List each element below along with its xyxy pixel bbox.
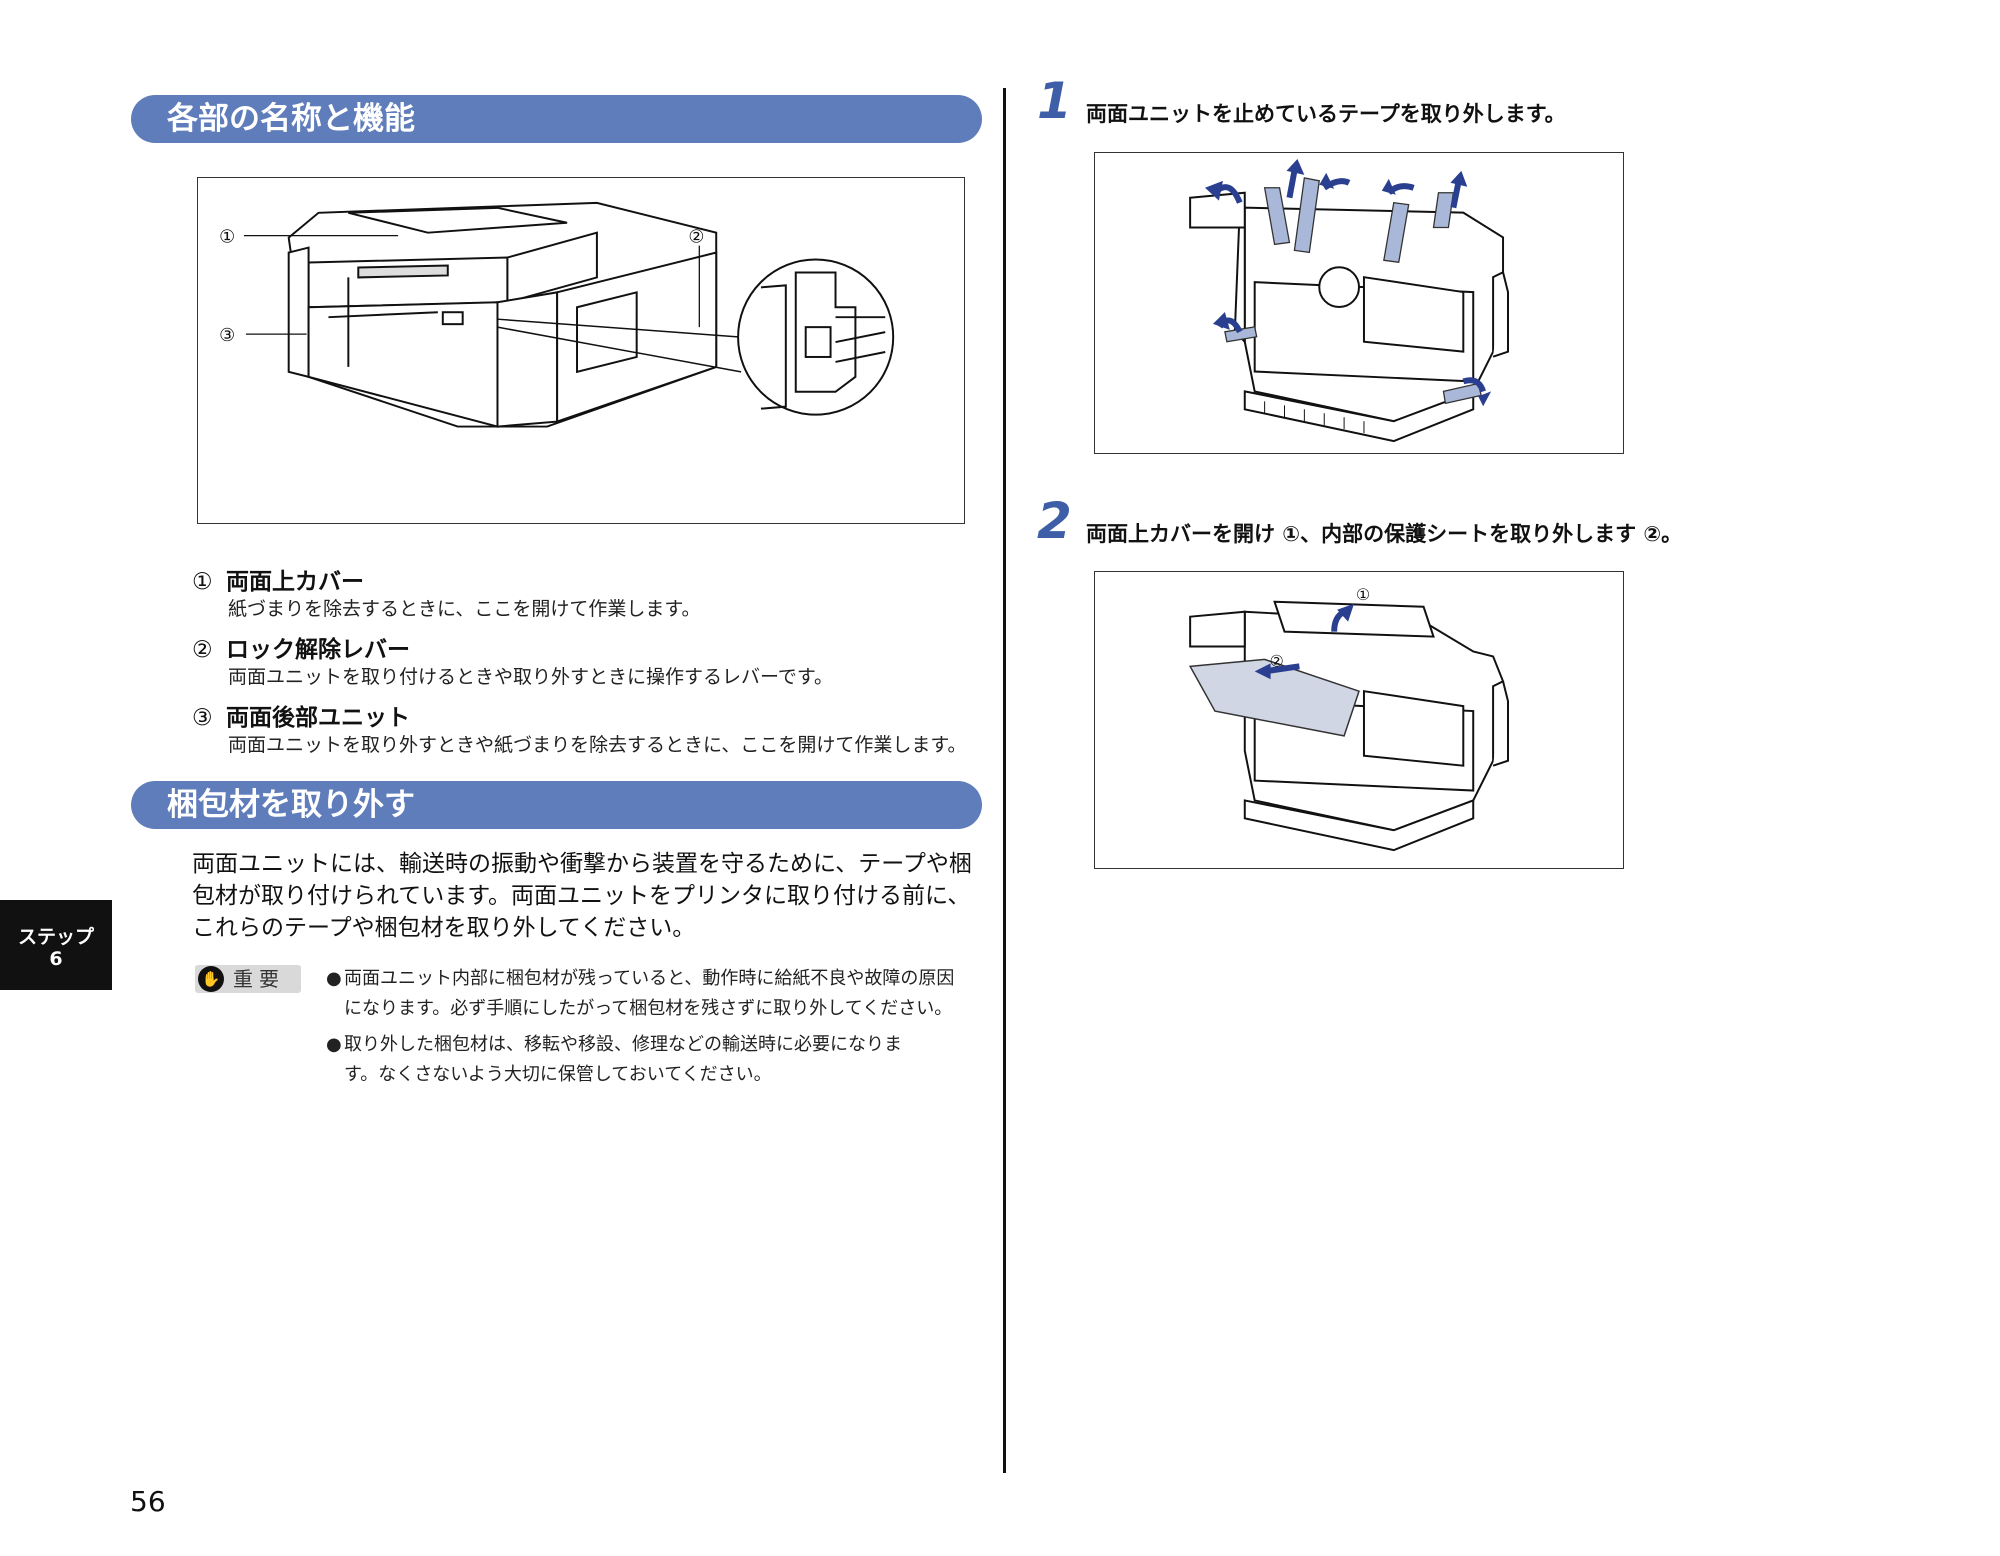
- note-line: 取り外した梱包材は、移転や移設、修理などの輸送時に必要になりま: [344, 1034, 902, 1055]
- printer-rear-figure: ① ② ③: [197, 177, 965, 524]
- step-text-2: 両面上カバーを開け ①、内部の保護シートを取り外します ②。: [1086, 522, 1683, 546]
- part-num: ③: [192, 705, 213, 731]
- part-num: ②: [192, 637, 213, 663]
- note-line: 両面ユニット内部に梱包材が残っていると、動作時に給紙不良や故障の原因: [344, 968, 955, 989]
- bullet-icon: ●: [326, 1034, 342, 1055]
- printer-rear-illustration: ① ② ③: [219, 201, 895, 428]
- intro-line: 包材が取り付けられています。両面ユニットをプリンタに取り付ける前に、: [192, 883, 971, 909]
- part-item-2: ② ロック解除レバー: [192, 630, 410, 664]
- part-name: ロック解除レバー: [226, 637, 410, 663]
- note-line: になります。必ず手順にしたがって梱包材を残さずに取り外してください。: [344, 998, 953, 1019]
- part-desc-3: 両面ユニットを取り外すときや紙づまりを除去するときに、ここを開けて作業します。: [228, 734, 967, 756]
- part-desc-1: 紙づまりを除去するときに、ここを開けて作業します。: [228, 598, 701, 620]
- part-desc-2: 両面ユニットを取り付けるときや取り外すときに操作するレバーです。: [228, 666, 833, 688]
- important-badge: ✋ 重要: [195, 965, 301, 993]
- part-name: 両面後部ユニット: [226, 705, 410, 731]
- page-number: 56: [130, 1485, 166, 1518]
- important-label: 重要: [233, 967, 285, 991]
- callout-3: ③: [219, 325, 235, 346]
- step-text-1: 両面ユニットを止めているテープを取り外します。: [1086, 102, 1566, 126]
- side-tab-number: 6: [49, 948, 63, 970]
- step-number-1: 1: [1037, 72, 1072, 130]
- callout-2: ②: [1270, 651, 1284, 670]
- cover-sheet-figure: ① ②: [1094, 571, 1624, 869]
- section-title-part-names: 各部の名称と機能: [131, 95, 982, 143]
- step-side-tab: ステップ 6: [0, 900, 112, 990]
- bullet-icon: ●: [326, 968, 342, 989]
- intro-line: これらのテープや梱包材を取り外してください。: [192, 915, 696, 941]
- note-line: す。なくさないよう大切に保管しておいてください。: [344, 1064, 772, 1085]
- callout-2: ②: [688, 227, 704, 248]
- important-note-1: ● 両面ユニット内部に梱包材が残っていると、動作時に給紙不良や故障の原因 になり…: [326, 964, 986, 1024]
- step-number-2: 2: [1037, 492, 1072, 550]
- callout-1: ①: [1356, 585, 1370, 604]
- part-name: 両面上カバー: [226, 569, 364, 595]
- part-item-3: ③ 両面後部ユニット: [192, 698, 410, 732]
- callout-1: ①: [219, 227, 235, 248]
- section-title-remove-packing: 梱包材を取り外す: [131, 781, 982, 829]
- intro-line: 両面ユニットには、輸送時の振動や衝撃から装置を守るために、テープや梱: [192, 851, 972, 877]
- intro-paragraph: 両面ユニットには、輸送時の振動や衝撃から装置を守るために、テープや梱 包材が取り…: [192, 848, 982, 944]
- part-num: ①: [192, 569, 213, 595]
- cover-sheet-illustration: ① ②: [1188, 585, 1509, 852]
- tape-removal-figure: [1094, 152, 1624, 454]
- important-note-2: ● 取り外した梱包材は、移転や移設、修理などの輸送時に必要になりま す。なくさな…: [326, 1030, 986, 1090]
- tape-removal-illustration: [1189, 158, 1509, 443]
- hand-icon: ✋: [198, 966, 224, 992]
- side-tab-label: ステップ: [17, 926, 94, 948]
- part-item-1: ① 両面上カバー: [192, 562, 364, 596]
- column-divider: [1003, 88, 1006, 1473]
